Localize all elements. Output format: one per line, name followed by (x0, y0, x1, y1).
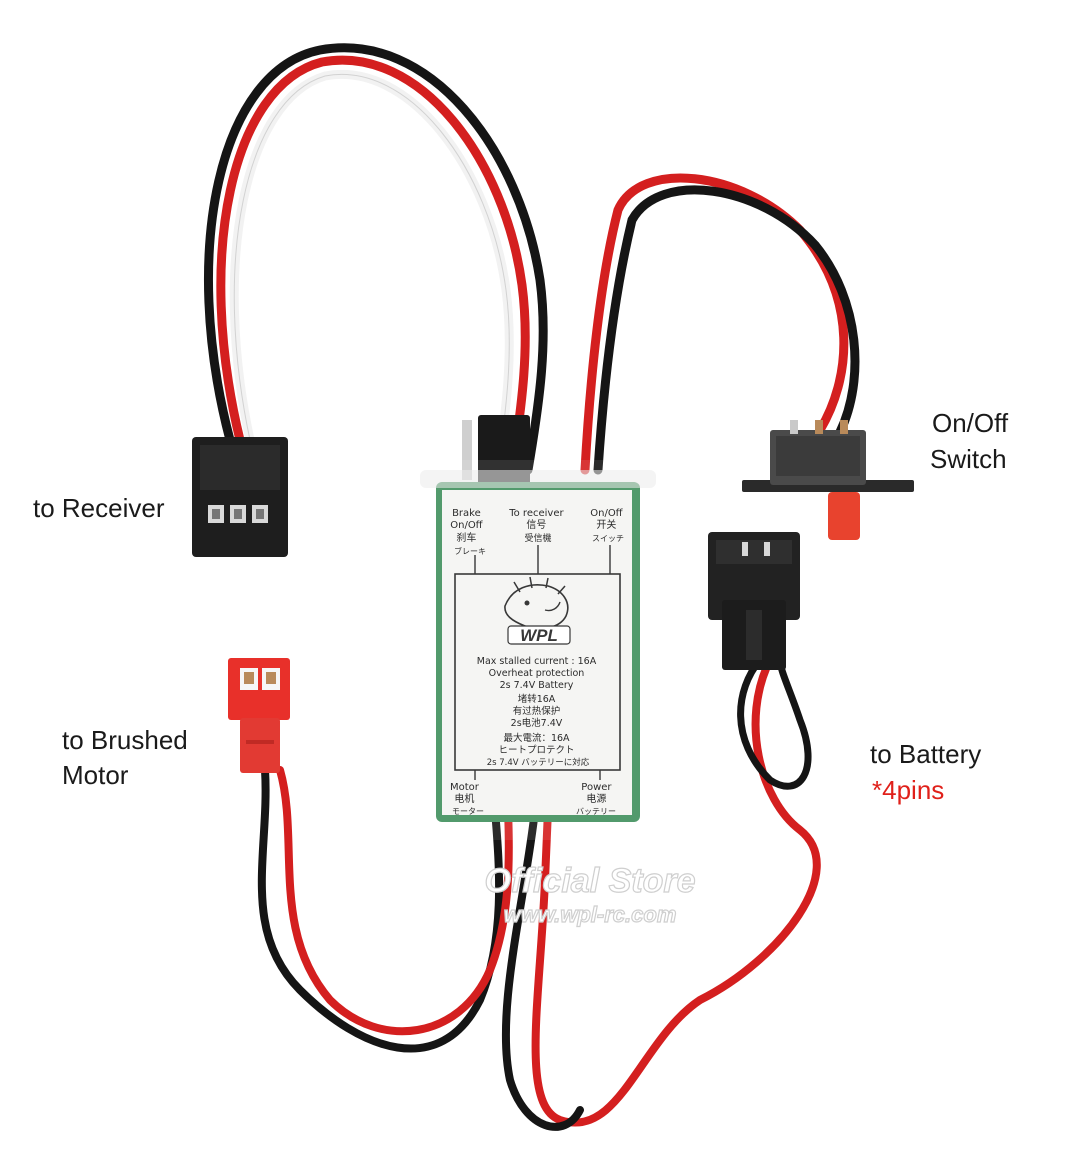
motor-cn-label: 电机 (454, 792, 474, 805)
battery-lead (501, 656, 821, 1131)
spec-en-2: Overheat protection (489, 668, 585, 679)
svg-text:Max stalled current : 16A: Max stalled current : 16A Overheat prote… (477, 656, 599, 768)
switch-lead (580, 173, 860, 475)
svg-text:Motor 电机 モーター: Motor 电机 モーター (450, 782, 484, 816)
switch-callout-line1: On/Off (932, 408, 1009, 438)
spec-en-1: Max stalled current : 16A (477, 656, 597, 667)
brake-jumper (462, 415, 530, 485)
wpl-logo-text: WPL (520, 626, 558, 645)
onoff-switch (742, 420, 914, 540)
spec-jp-2: ヒートプロテクト (498, 745, 574, 756)
motor-jp-label: モーター (452, 807, 484, 816)
spec-cn-2: 有过热保护 (513, 705, 561, 717)
brake-label: Brake (452, 508, 481, 519)
power-label: Power (581, 782, 612, 793)
spec-jp-3: 2s 7.4V バッテリーに対応 (487, 757, 590, 768)
wpl-dragon-logo: WPL (504, 576, 571, 645)
svg-text:Brake On/Off 刹车: Brake On/Off 刹车 ブレーキ (450, 508, 486, 556)
svg-text:To receiver 信号 受信機: To receiver 信号 受信機 (508, 508, 567, 544)
esc-board: Brake On/Off 刹车 ブレーキ To receiver 信号 受信機 … (420, 470, 656, 822)
receiver-lead (204, 43, 548, 475)
battery-pins-note: *4pins (872, 775, 945, 805)
battery-callout: to Battery (870, 739, 982, 769)
onoff-label: On/Off (590, 508, 623, 519)
motor-jst-plug (228, 658, 290, 773)
onoff-jp-label: スイッチ (592, 534, 624, 543)
brake-cn-label: 刹车 (456, 531, 476, 544)
receiver-plug (192, 437, 288, 557)
motor-label: Motor (450, 782, 480, 793)
watermark-line1: Official Store (485, 862, 696, 900)
motor-lead (257, 766, 513, 1053)
watermark-line2: www.wpl-rc.com (504, 902, 677, 927)
spec-cn-3: 2s电池7.4V (511, 717, 563, 729)
power-cn-label: 电源 (586, 792, 606, 805)
to-receiver-cn-label: 信号 (526, 519, 546, 531)
svg-text:On/Off 开关 スイッチ: On/Off 开关 スイッチ (590, 508, 626, 543)
spec-cn-1: 堵转16A (518, 693, 556, 705)
to-receiver-label: To receiver (508, 508, 564, 519)
battery-plug (708, 532, 800, 670)
brake-jp-label: ブレーキ (454, 546, 486, 556)
motor-callout-line2: Motor (62, 760, 129, 790)
onoff-cn-label: 开关 (596, 518, 616, 531)
spec-en-3: 2s 7.4V Battery (500, 680, 574, 691)
to-receiver-jp-label: 受信機 (524, 532, 551, 544)
receiver-callout: to Receiver (33, 493, 165, 523)
spec-jp-1: 最大電流：16A (503, 732, 570, 744)
motor-callout-line1: to Brushed (62, 725, 188, 755)
power-jp-label: バッテリー (576, 807, 616, 816)
heat-shrink (420, 460, 656, 840)
brake-onoff-label: On/Off (450, 520, 483, 531)
svg-text:Power 电源 バッテリー: Power 电源 バッテリー (576, 782, 616, 816)
watermark: Official Store www.wpl-rc.com (484, 861, 696, 927)
switch-callout-line2: Switch (930, 444, 1007, 474)
